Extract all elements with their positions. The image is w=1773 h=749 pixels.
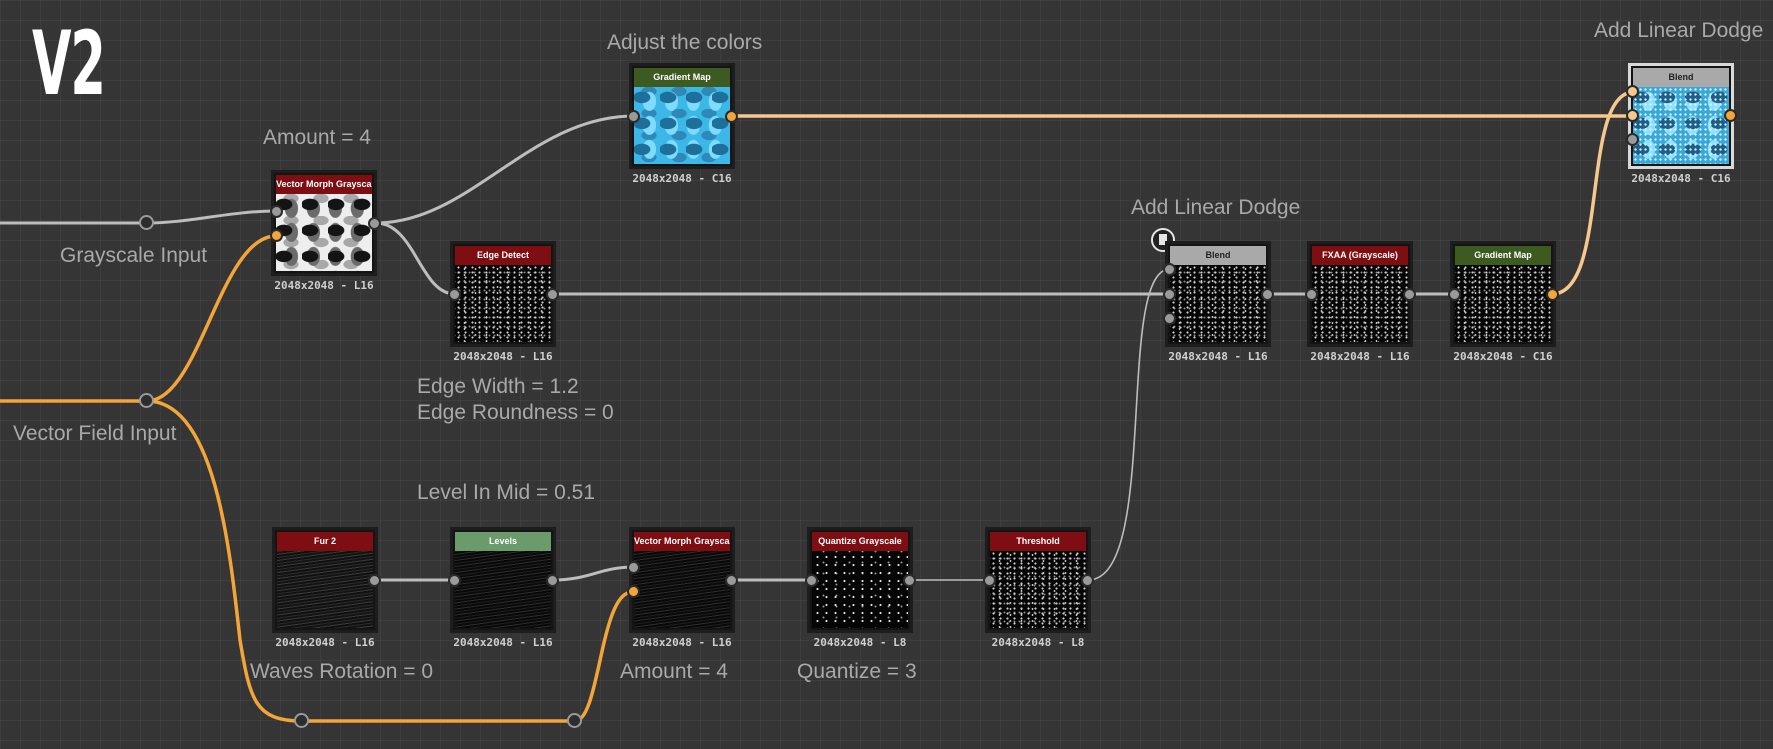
node-thumbnail xyxy=(1312,265,1408,342)
node-header: Edge Detect xyxy=(455,246,551,265)
input-port[interactable] xyxy=(448,288,461,301)
node-resolution: 2048x2048 - L16 xyxy=(274,279,374,292)
node-edge-detect[interactable]: Edge Detect xyxy=(450,241,556,347)
comment-grayscale-input: Grayscale Input xyxy=(60,244,208,267)
input-port[interactable] xyxy=(983,574,996,587)
node-resolution: 2048x2048 - C16 xyxy=(1631,172,1731,185)
node-header: Vector Morph Grayscale xyxy=(634,532,730,551)
input-port-opacity[interactable] xyxy=(1626,133,1639,146)
node-thumbnail xyxy=(634,87,730,164)
output-port[interactable] xyxy=(546,574,559,587)
input-port-vector[interactable] xyxy=(627,585,640,598)
output-port[interactable] xyxy=(725,574,738,587)
output-port[interactable] xyxy=(725,110,738,123)
node-resolution: 2048x2048 - L16 xyxy=(453,350,553,363)
output-port[interactable] xyxy=(1261,288,1274,301)
node-vector-morph-bottom[interactable]: Vector Morph Grayscale xyxy=(629,527,735,633)
input-port[interactable] xyxy=(627,110,640,123)
comment-add-linear-dodge-top: Add Linear Dodge xyxy=(1594,19,1764,42)
node-gradient-map-mid[interactable]: Gradient Map xyxy=(1450,241,1556,347)
node-thumbnail xyxy=(1170,265,1266,342)
node-header: Gradient Map xyxy=(1455,246,1551,265)
node-resolution: 2048x2048 - L16 xyxy=(632,636,732,649)
reroute-dot-bottom-right[interactable] xyxy=(567,713,582,728)
output-port[interactable] xyxy=(903,574,916,587)
comment-add-linear-dodge-mid: Add Linear Dodge xyxy=(1131,196,1301,219)
node-header: Levels xyxy=(455,532,551,551)
reroute-dot-grayscale[interactable] xyxy=(139,215,154,230)
input-port[interactable] xyxy=(805,574,818,587)
comment-edge-width: Edge Width = 1.2 xyxy=(417,375,579,398)
output-port[interactable] xyxy=(546,288,559,301)
node-thumbnail xyxy=(455,551,551,628)
comment-adjust-colors: Adjust the colors xyxy=(607,31,763,54)
node-resolution: 2048x2048 - C16 xyxy=(632,172,732,185)
node-thumbnail xyxy=(634,551,730,628)
comment-amount-bottom: Amount = 4 xyxy=(620,660,728,683)
node-resolution: 2048x2048 - L16 xyxy=(1310,350,1410,363)
node-thumbnail xyxy=(277,551,373,628)
comment-waves-rotation: Waves Rotation = 0 xyxy=(250,660,434,683)
output-port[interactable] xyxy=(1403,288,1416,301)
node-header: Quantize Grayscale xyxy=(812,532,908,551)
output-port[interactable] xyxy=(1724,109,1737,122)
node-header: Blend xyxy=(1633,68,1729,87)
input-port-opacity[interactable] xyxy=(1163,312,1176,325)
node-blend-mid[interactable]: Blend xyxy=(1165,241,1271,347)
input-port-foreground[interactable] xyxy=(1626,85,1639,98)
input-port-background[interactable] xyxy=(1163,288,1176,301)
node-resolution: 2048x2048 - L8 xyxy=(813,636,907,649)
node-resolution: 2048x2048 - L16 xyxy=(453,636,553,649)
input-port[interactable] xyxy=(1305,288,1318,301)
node-gradient-map-top[interactable]: Gradient Map xyxy=(629,63,735,169)
node-resolution: 2048x2048 - L16 xyxy=(275,636,375,649)
reroute-dot-bottom-left[interactable] xyxy=(294,713,309,728)
node-thumbnail xyxy=(990,551,1086,628)
node-resolution: 2048x2048 - L16 xyxy=(1168,350,1268,363)
comment-quantize: Quantize = 3 xyxy=(797,660,917,683)
version-label: V2 xyxy=(32,12,106,115)
node-thumbnail xyxy=(455,265,551,342)
input-port-foreground[interactable] xyxy=(1163,263,1176,276)
node-resolution: 2048x2048 - L8 xyxy=(991,636,1085,649)
node-threshold[interactable]: Threshold xyxy=(985,527,1091,633)
input-port-vector[interactable] xyxy=(270,229,283,242)
node-header: Fur 2 xyxy=(277,532,373,551)
input-port[interactable] xyxy=(448,574,461,587)
node-header: Gradient Map xyxy=(634,68,730,87)
comment-edge-roundness: Edge Roundness = 0 xyxy=(417,401,614,424)
node-resolution: 2048x2048 - C16 xyxy=(1453,350,1553,363)
node-header: Vector Morph Grayscale xyxy=(276,175,372,194)
node-thumbnail xyxy=(1455,265,1551,342)
input-port[interactable] xyxy=(1448,288,1461,301)
output-port[interactable] xyxy=(1081,574,1094,587)
node-thumbnail xyxy=(812,551,908,628)
node-header: Threshold xyxy=(990,532,1086,551)
node-blend-top[interactable]: Blend xyxy=(1628,63,1734,169)
node-vector-morph-top[interactable]: Vector Morph Grayscale xyxy=(271,170,377,276)
output-port[interactable] xyxy=(1546,288,1559,301)
node-quantize-grayscale[interactable]: Quantize Grayscale xyxy=(807,527,913,633)
node-fxaa[interactable]: FXAA (Grayscale) xyxy=(1307,241,1413,347)
comment-amount-top: Amount = 4 xyxy=(263,126,371,149)
reroute-dot-vector-field[interactable] xyxy=(139,393,154,408)
input-port-source[interactable] xyxy=(270,205,283,218)
node-thumbnail xyxy=(276,194,372,271)
node-header: FXAA (Grayscale) xyxy=(1312,246,1408,265)
output-port[interactable] xyxy=(368,574,381,587)
node-header: Blend xyxy=(1170,246,1266,265)
input-port-background[interactable] xyxy=(1626,109,1639,122)
node-fur-2[interactable]: Fur 2 xyxy=(272,527,378,633)
comment-level-in-mid: Level In Mid = 0.51 xyxy=(417,481,596,504)
output-port[interactable] xyxy=(368,217,381,230)
node-levels[interactable]: Levels xyxy=(450,527,556,633)
node-thumbnail xyxy=(1633,87,1729,164)
comment-vector-field-input: Vector Field Input xyxy=(13,422,177,445)
input-port-source[interactable] xyxy=(627,561,640,574)
